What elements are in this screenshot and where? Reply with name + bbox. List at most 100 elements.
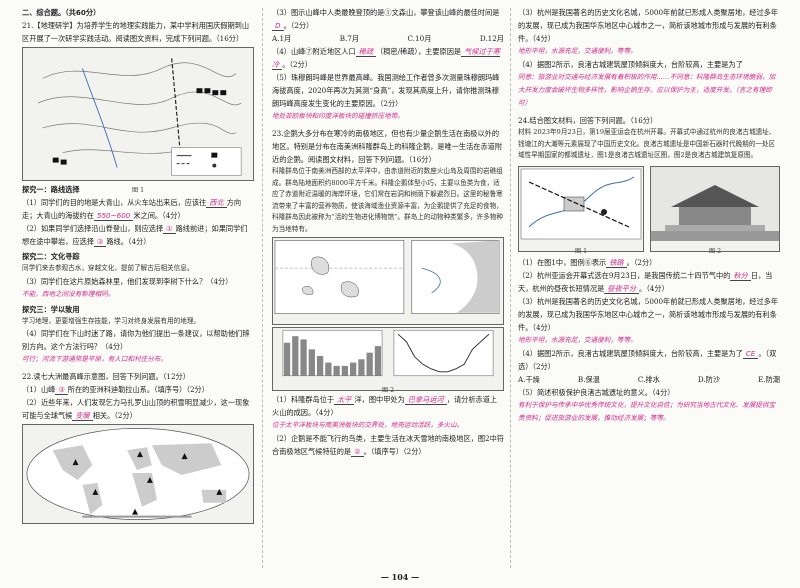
answer: 昼夜平分: [604, 283, 640, 294]
column-2: （3）图示山峰中人类最晚登顶的是①文森山，攀登该山峰的最佳时间是D。（2分） A…: [272, 6, 504, 458]
column-1: 二、综合题。（共60分） 21.【地理研学】为培养学生的地理实践能力，某中学利用…: [22, 6, 254, 526]
world-peaks-map: [22, 424, 254, 524]
q23-answer-1: 位于太平洋板块与南美洲板块的交界处，地壳运动活跃，多火山。: [272, 421, 464, 429]
bar-mark: [308, 349, 315, 376]
q21-answer-3: 不能，西地之间没有新理相同。: [22, 289, 115, 298]
q24-part1: （1）在图1中，图例⑥表示铁路。（2分）: [518, 257, 657, 268]
q21-material-3: 学习地理，更要增强生存技能，学习对终身发展有用的地理。: [22, 316, 201, 325]
q23-answer-3: 地形平坦，水源充足，交通便利，等等。: [518, 47, 637, 55]
answer: 太平: [334, 395, 355, 405]
answer: 西北: [206, 198, 227, 208]
chart-frame: [282, 329, 383, 377]
section-title: 二、综合题。（共60分）: [22, 8, 101, 17]
q24-part5: （5）简述积极保护良渚古城遗址的意义。（4分）: [518, 387, 675, 397]
bar-mark: [358, 359, 365, 376]
topo-map-svg: [37, 58, 242, 176]
q22-part3: （3）图示山峰中人类最晚登顶的是①文森山，攀登该山峰的最佳时间是D。（2分）: [272, 8, 500, 31]
q24-answer-5: 有利于保护与传承中华优秀传统文化，提升文化自信；为研究当地古代文化、发展提供宝贵…: [518, 400, 776, 422]
q23-part3: （3）杭州是我国著名的历史文化名城，5000年前就已形成人类聚居地，经过多年的发…: [518, 8, 779, 43]
q21-section-2: 探究二：文化寻踪: [22, 252, 80, 261]
q22-part5: （5）珠穆朗玛峰是世界最高峰。我国测绘工作者曾多次测量珠穆朗玛峰海拔高度，202…: [272, 73, 500, 108]
option-c: C.10月: [407, 34, 432, 43]
answer: 秋分: [730, 270, 751, 281]
q24-part2: （2）杭州亚运会开幕式选在9月23日，是我国传统二十四节气中的秋分日，当天，杭州…: [518, 270, 773, 294]
building-photo-svg: [651, 166, 779, 241]
q24-fig1-caption: 图 1: [574, 247, 588, 255]
answer: ②: [351, 447, 364, 457]
world-map-svg: [26, 428, 250, 520]
q24-figures: 图 1 图 2: [518, 164, 780, 255]
bar-mark: [283, 342, 291, 376]
q21-topo-map: 图 1: [22, 47, 254, 194]
option-e: E.防潮: [758, 374, 780, 384]
answer: CE: [742, 348, 759, 359]
q21-part3: （3）同学们在这片原始森林里，他们发现到李树下什么？（4分）: [22, 276, 233, 286]
q24-answer-3: 地形平坦，水源充足，交通便利，等等。: [518, 335, 637, 344]
q23-fig2-caption: 图 2: [381, 387, 395, 394]
bar-mark: [300, 339, 307, 376]
answer: ①: [163, 224, 176, 234]
option-b: B.保温: [577, 374, 600, 384]
bar-mark: [333, 365, 340, 376]
q22-part4: （4）山峰⑦附近地区人口稀疏（稠密/稀疏），主要原因是气候过于寒冷。（2分）: [272, 47, 501, 70]
q22-head: 22.读七大洲最高峰示意图，回答下列问题。（12分）: [22, 372, 190, 381]
bar-mark: [374, 346, 382, 376]
option-c: C.排水: [637, 374, 660, 384]
q21-material-2: 同学们来去参观古水，穿越文化，提前了解古后相关信息。: [22, 264, 194, 272]
option-a: A.干燥: [518, 374, 540, 384]
q24-part3: （3）杭州是我国著名的历史文化名城，5000年前就已形成人类聚居地，经过多年的发…: [518, 296, 779, 332]
liangzhu-building-photo: 图 2: [650, 165, 780, 255]
bar-mark: [341, 365, 349, 376]
answer: 稀疏: [355, 47, 377, 57]
q24-head: 24.结合图文材料，回答下列问题。（16分）: [518, 116, 658, 125]
answer: 气候过于寒冷: [272, 47, 501, 70]
q22-answer-5: 地处亚欧板块和印度洋板块的碰撞挤压地带。: [272, 112, 404, 120]
q23-material: 科隆群岛位于南美洲西部的太平洋中，由赤道附近的数座火山岛及周围的岩礁组成。群岛陆…: [272, 167, 503, 233]
chart-frame: [393, 329, 494, 377]
bar-mark: [316, 355, 324, 376]
q22-part2: （2）近些年来，人们发现乞力马扎罗山山顶的积雪明显减少，这一现象可能与全球气候变…: [22, 398, 250, 421]
line-series: [397, 333, 490, 373]
answer: ③: [55, 385, 68, 395]
island-map-svg: [274, 240, 500, 315]
q21-part1: （1）同学们的目的地是大青山，从火车站出来后，应该往西北方向走；大青山的海拔约在…: [22, 198, 242, 221]
option-d: D.防沙: [697, 374, 721, 384]
bar-mark: [292, 336, 299, 376]
answer: D: [272, 21, 284, 31]
q23-island-map: 图 1: [272, 237, 504, 338]
option-d: D.12月: [479, 34, 504, 43]
q21-answer-4: 可行；河流下游通常是平原，有人口和村庄分布。: [22, 355, 168, 363]
answer: 铁路: [606, 257, 627, 268]
column-3: （3）杭州是我国著名的历史文化名城，5000年前就已形成人类聚居地，经过多年的发…: [518, 6, 780, 425]
q21-fig-caption: 图 1: [131, 187, 145, 194]
q21-section-3: 探究三：学以致用: [22, 304, 80, 314]
answer: 变暖: [72, 411, 93, 421]
q23-answer-4: 同意：旅游业对交通与经济发展有着积极的作用……不同意：科隆群岛生态环境脆弱，加大…: [518, 73, 776, 107]
option-b: B.7月: [339, 34, 360, 43]
q23-part4: （4）据图2所示，良渚古城建筑屋顶倾斜度大，台阶较高，主要是为了: [518, 60, 743, 69]
site-map-svg: [520, 168, 642, 239]
q21-part4: （4）同学们在下山时迷了路，请你为他们提出一条建议，以帮助他们辨别方向。这个方法…: [22, 329, 250, 351]
climate-charts-svg: [282, 329, 494, 377]
q23-climate-charts: 图 2: [272, 327, 504, 394]
q23-part2: （2）企鹅是不能飞行的鸟类，主要生活在冰天雪地的南极地区，图2中符合南极地区气候…: [272, 434, 504, 457]
answer: ③: [93, 237, 107, 247]
q23-part1: （1）科隆群岛位于太平洋，图中甲处为巴拿马运河，请分析赤道上火山的成因。（4分）: [272, 395, 498, 417]
answer: 550~600: [93, 211, 134, 221]
liangzhu-site-map: 图 1: [518, 165, 644, 255]
bar-mark: [366, 352, 373, 376]
q21-head: 21.【地理研学】为培养学生的地理实践能力，某中学利用国庆假期到山区开展了一次研…: [22, 21, 250, 43]
option-a: A.1月: [272, 34, 292, 43]
answer: 巴拿马运河: [404, 395, 447, 405]
page-number: — 104 —: [380, 572, 420, 582]
q24-options: A.干燥 B.保温 C.排水 D.防沙 E.防潮: [518, 373, 780, 386]
q24-material: 材料 2023年9月23日，第19届亚运会在杭州开幕。开幕式中通过杭州的良渚古城…: [518, 128, 776, 159]
q24-fig2-caption: 图 2: [708, 247, 722, 255]
bar-mark: [349, 362, 357, 376]
q22-options: A.1月 B.7月 C.10月 D.12月: [272, 32, 504, 45]
bar-mark: [325, 362, 332, 376]
q23-head: 23.企鹅大多分布在寒冷的南极地区，但也有少量企鹅生活在南极以外的地区。特别是分…: [272, 129, 503, 164]
